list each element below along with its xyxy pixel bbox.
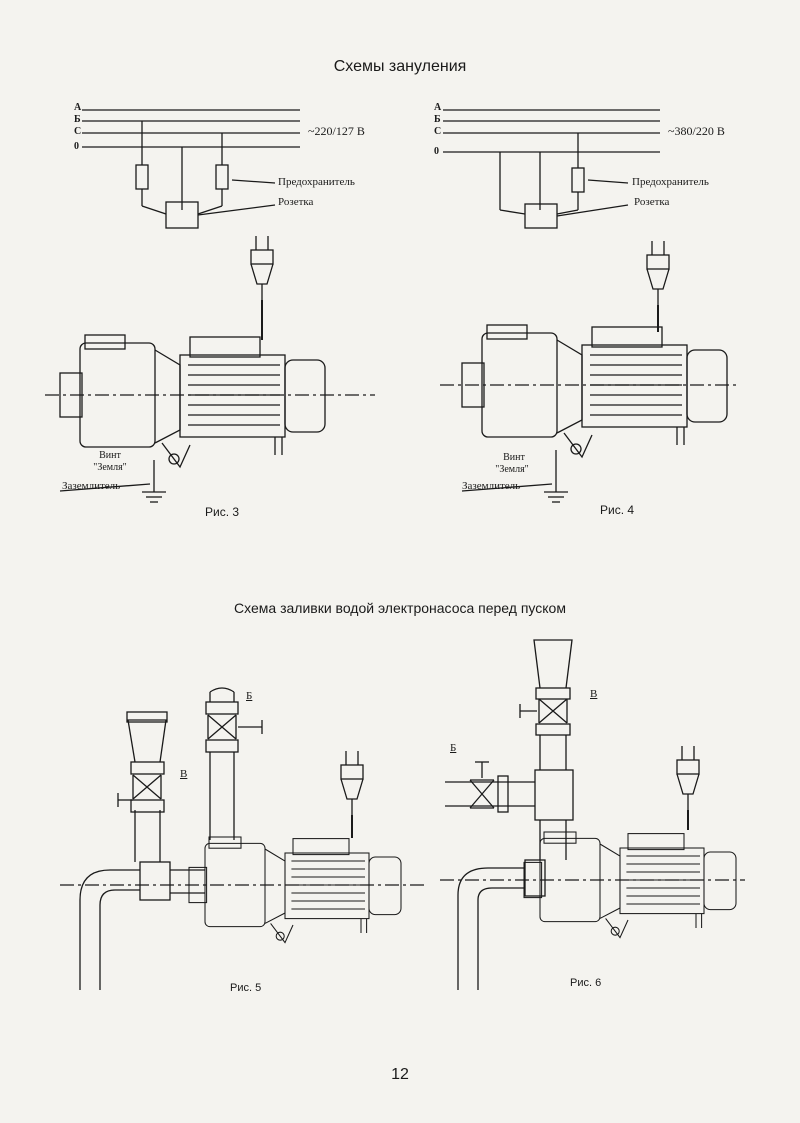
fig4-voltage: ~380/220 В	[668, 124, 725, 138]
fig4-wiring	[443, 109, 660, 229]
fig4-screw-label: Винт	[503, 452, 525, 463]
fig3-plug	[250, 235, 274, 301]
fig4-earthing-label: Заземлитель	[462, 480, 521, 492]
page-number: 12	[391, 1066, 409, 1083]
fig3-wiring	[82, 109, 300, 229]
fig3-socket-label: Розетка	[278, 196, 314, 208]
fig4-pump	[461, 324, 728, 458]
fig4-fuse	[571, 167, 585, 193]
fig3-fuse-right	[215, 164, 229, 190]
fig3-voltage: ~220/127 В	[308, 124, 365, 138]
fig3-phase-c: С	[74, 126, 82, 137]
fig4-phase-0: 0	[434, 146, 439, 157]
fig3-phase-0: 0	[74, 141, 79, 152]
fig4-phase-b: Б	[434, 114, 441, 125]
fig3-fuse-label: Предохранитель	[278, 176, 355, 188]
fig4-ground-label: "Земля"	[495, 464, 529, 475]
fig3-fuse-left	[135, 164, 149, 190]
fig4-phase-a: А	[434, 102, 442, 113]
title-grounding-schemes: Схемы зануления	[333, 58, 467, 75]
fig3-pump	[59, 334, 326, 468]
fig4-phase-c: С	[434, 126, 442, 137]
fig6-valve-b-label: Б	[450, 742, 457, 754]
fig4-fuse-label: Предохранитель	[632, 176, 709, 188]
fig4-socket	[524, 203, 558, 229]
fig3-earthing-label: Заземлитель	[62, 480, 121, 492]
fig3-phase-b: Б	[74, 114, 81, 125]
fig4-socket-label: Розетка	[634, 196, 670, 208]
fig5-caption: Рис. 5	[230, 982, 262, 994]
fig5-valve-b-label: Б	[246, 690, 253, 702]
fig3-phase-a: А	[74, 102, 82, 113]
fig6-caption: Рис. 6	[570, 977, 602, 989]
fig5-pump	[188, 836, 402, 944]
fig6-pump	[523, 831, 737, 939]
fig4-plug	[646, 240, 670, 306]
fig5-plug	[340, 750, 364, 816]
fig3-screw-label: Винт	[99, 450, 121, 461]
fig3-ground-label: "Земля"	[93, 462, 127, 473]
fig5-piping	[79, 687, 263, 990]
fig6-piping	[445, 639, 574, 990]
fig6-plug	[676, 745, 700, 811]
fig4-caption: Рис. 4	[600, 503, 635, 517]
title-priming-scheme: Схема заливки водой электронасоса перед …	[234, 600, 566, 616]
fig6-valve-v-label: В	[590, 688, 598, 700]
fig3-caption: Рис. 3	[205, 505, 240, 519]
fig5-valve-v-label: В	[180, 768, 188, 780]
